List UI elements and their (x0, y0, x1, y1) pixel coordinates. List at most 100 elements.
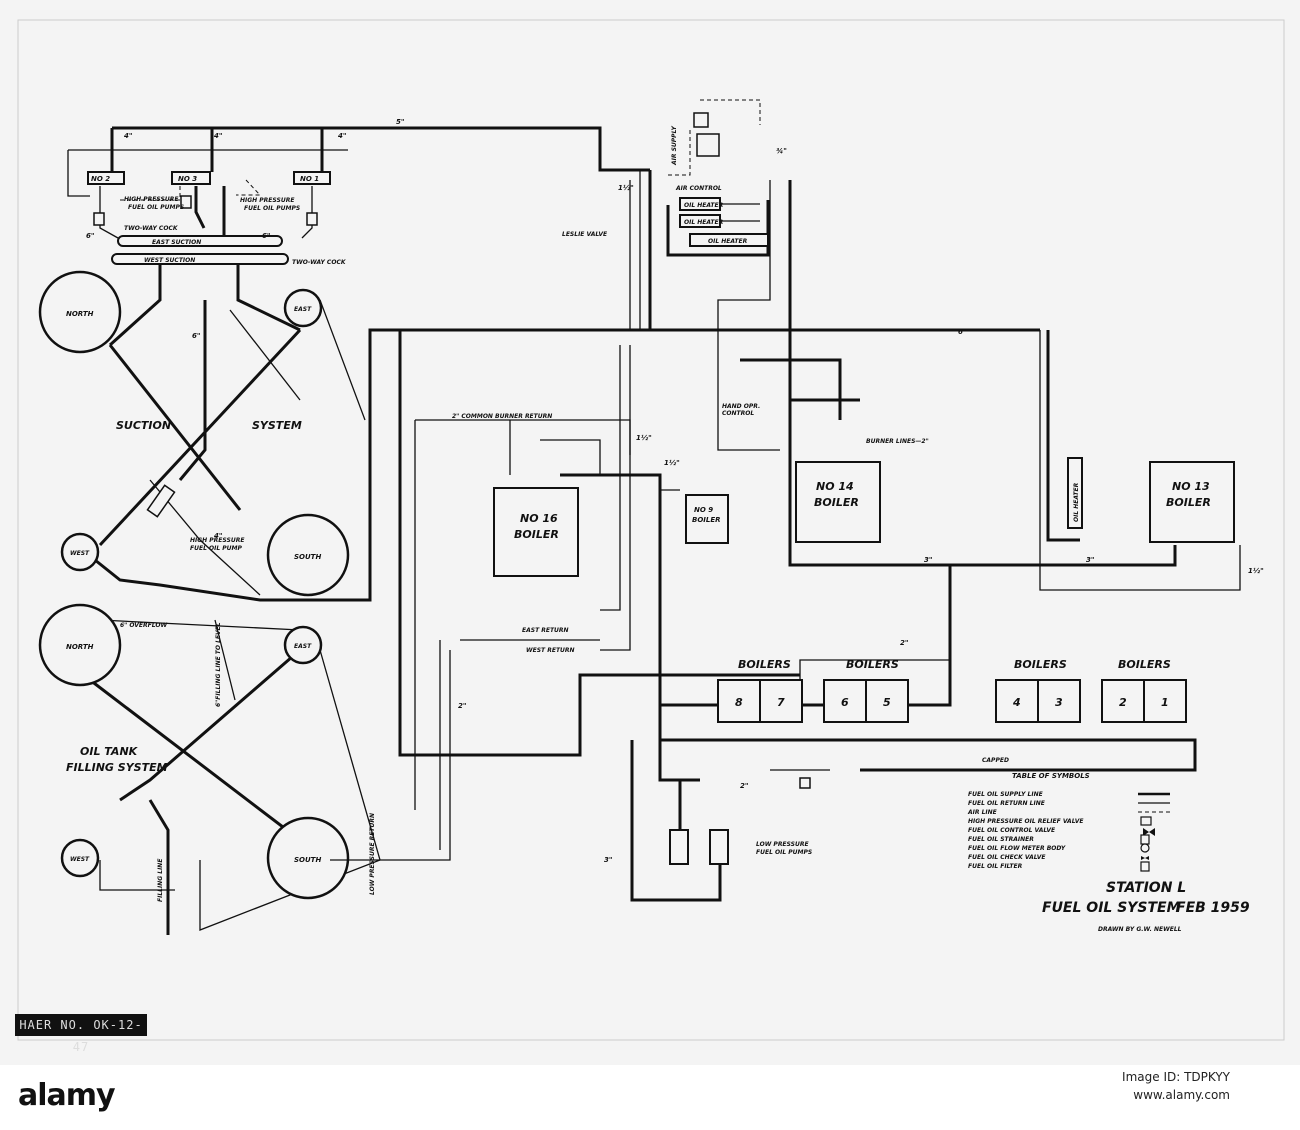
west-return-label: WEST RETURN (526, 647, 575, 654)
pump-no1 (293, 171, 331, 185)
west-suction-header (111, 253, 289, 265)
main-distribution (330, 330, 1241, 902)
size-2a: 2" (458, 702, 467, 710)
size-1half-a: 1½" (618, 184, 634, 192)
boiler-no16-label-2: BOILER (514, 528, 559, 541)
boiler-no14-label-1: NO 14 (816, 480, 854, 493)
filling-west-label: WEST (70, 856, 90, 863)
legend-item-9: FUEL OIL FILTER (968, 863, 1023, 870)
legend-item-4: HIGH PRESSURE OIL RELIEF VALVE (968, 818, 1084, 825)
oil-heater-3 (689, 233, 769, 247)
title-system: FUEL OIL SYSTEM (1042, 900, 1181, 916)
size-1half-b: 1½" (636, 434, 652, 442)
boiler-8-label: 8 (735, 696, 743, 709)
filling-east-label: EAST (294, 643, 312, 650)
air-supply-control (696, 133, 720, 157)
east-suction-label: EAST SUCTION (152, 239, 201, 246)
boiler-4-label: 4 (1012, 696, 1021, 709)
burner-lines-label: BURNER LINES—2" (866, 438, 929, 445)
legend-item-8: FUEL OIL CHECK VALVE (968, 854, 1046, 861)
boilers-group-label-8-7: BOILERS (738, 658, 791, 671)
size-2b: 2" (900, 639, 909, 647)
boiler-1-label: 1 (1161, 696, 1169, 709)
size-6-main: 6" (958, 328, 967, 336)
hp-pumps-right-label-2: FUEL OIL PUMPS (244, 205, 300, 212)
lp-pumps-label-1: LOW PRESSURE (756, 841, 809, 848)
boilers-group-label-4-3: BOILERS (1014, 658, 1067, 671)
overflow-label: 6" OVERFLOW (120, 622, 167, 629)
legend-flow-meter-symbol (1140, 843, 1150, 853)
legend-relief-valve-symbol (1140, 816, 1152, 826)
suction-tank-south (266, 513, 350, 597)
size-6-right: 6" (262, 232, 271, 240)
boiler-1 (1143, 679, 1187, 723)
drawn-by: DRAWN BY G.W. NEWELL (1098, 926, 1182, 933)
strainer-center (180, 195, 192, 209)
boiler-7-label: 7 (777, 696, 785, 709)
title-date: FEB 1959 (1176, 900, 1250, 916)
common-burner-return-label: 2" COMMON BURNER RETURN (452, 413, 552, 420)
filling-tank-west (60, 838, 100, 878)
filling-system (38, 603, 381, 935)
boiler-5 (865, 679, 909, 723)
low-pressure-return-label: LOW PRESSURE RETURN (369, 813, 376, 895)
haer-number-tag: HAER NO. OK-12-47 (15, 1014, 147, 1054)
hp-pumps-right-label-1: HIGH PRESSURE (240, 197, 295, 204)
size-6-left: 6" (86, 232, 95, 240)
pump-label-no2: NO 2 (91, 175, 110, 183)
boiler-no9-label-1: NO 9 (694, 506, 713, 514)
size-1half-d: 1½" (1248, 567, 1264, 575)
filling-label-2: FILLING SYSTEM (66, 761, 168, 774)
east-suction-header (117, 235, 283, 247)
pump-label-no1: NO 1 (300, 175, 319, 183)
filling-tank-south (266, 816, 350, 900)
east-return-label: EAST RETURN (522, 627, 569, 634)
boiler-no14 (795, 461, 881, 543)
legend-title: TABLE OF SYMBOLS (1012, 772, 1090, 780)
pump-header (67, 126, 650, 265)
suction-label-left: SUCTION (116, 419, 171, 432)
west-suction-label: WEST SUCTION (144, 257, 195, 264)
boiler-no13-label-2: BOILER (1166, 496, 1211, 509)
size-4-pump3: 4" (214, 132, 223, 140)
legend-item-6: FUEL OIL STRAINER (968, 836, 1034, 843)
drawing-border (17, 19, 1285, 1041)
hp-pumps-left-label-1: HIGH PRESSURE (124, 196, 179, 203)
filling-line-label: FILLING LINE (157, 858, 164, 902)
hp-pump-center-label-1: HIGH PRESSURE (190, 537, 245, 544)
leslie-valve-label: LESLIE VALVE (562, 231, 608, 238)
legend-filter-symbol (1140, 861, 1150, 872)
boiler-no13 (1149, 461, 1235, 543)
boiler-no14-label-2: BOILER (814, 496, 859, 509)
filling-line-to-level-label: 6"FILLING LINE TO LEVEL (215, 622, 222, 707)
suction-west-label: WEST (70, 550, 90, 557)
boiler-3 (1037, 679, 1081, 723)
legend-item-7: FUEL OIL FLOW METER BODY (968, 845, 1066, 852)
boiler-no13-label-1: NO 13 (1172, 480, 1210, 493)
hand-opr-control-label-1: HAND OPR. (722, 403, 760, 410)
size-4-pump1: 4" (338, 132, 347, 140)
lp-pump-right (709, 829, 729, 865)
boiler-no16 (493, 487, 579, 577)
size-6-suction: 6" (192, 332, 201, 340)
size-5-top: 5" (396, 118, 405, 126)
filling-tank-east (283, 625, 323, 665)
boilers-group-label-2-1: BOILERS (1118, 658, 1171, 671)
legend: TABLE OF SYMBOLS FUEL OIL SUPPLY LINE FU… (967, 772, 1170, 872)
size-quarter-top: ¾" (776, 147, 787, 155)
suction-tank-west (60, 532, 100, 572)
size-4-suction: 4" (214, 532, 223, 540)
boiler-3-label: 3 (1055, 696, 1063, 709)
size-3c: 3" (1086, 556, 1095, 564)
boiler-no16-label-1: NO 16 (520, 512, 558, 525)
boiler-no9 (685, 494, 729, 544)
oil-heater-2-label: OIL HEATER (684, 219, 724, 226)
drawing-sheet: NO 2 NO 3 NO 1 HIGH PRESSURE FUEL OIL PU… (0, 0, 1300, 1065)
lp-pumps-label-2: FUEL OIL PUMPS (756, 849, 812, 856)
boiler-2-label: 2 (1119, 696, 1127, 709)
suction-east-label: EAST (294, 306, 312, 313)
filter-symbol-main (799, 777, 811, 789)
filling-north-label: NORTH (66, 643, 94, 651)
legend-item-3: AIR LINE (967, 809, 998, 816)
